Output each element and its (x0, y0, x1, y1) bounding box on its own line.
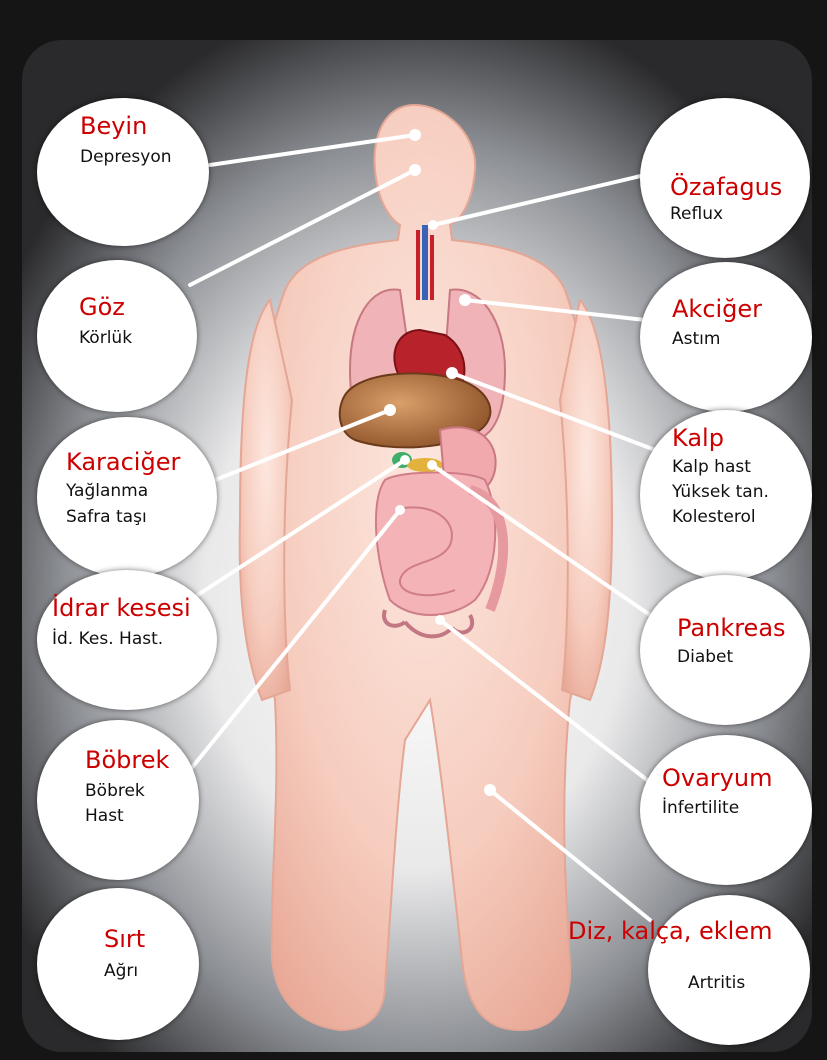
organ-title-bobrek: Böbrek (85, 746, 169, 774)
organ-title-sirt: Sırt (104, 925, 145, 953)
condition-hast: Hast (85, 803, 124, 829)
organ-title-diz-kalca-eklem: Diz, kalça, eklem (568, 917, 773, 945)
organ-title-beyin: Beyin (80, 112, 147, 140)
condition-reflux: Reflux (670, 201, 723, 227)
organ-title-ovaryum: Ovaryum (662, 764, 772, 792)
organ-title-ozafagus: Özafagus (670, 173, 782, 201)
condition-id-kes-hast: İd. Kes. Hast. (52, 626, 163, 652)
condition-kolesterol: Kolesterol (672, 504, 756, 530)
organ-title-akciger: Akciğer (672, 295, 762, 323)
organ-title-kalp: Kalp (672, 424, 724, 452)
condition-diabet: Diabet (677, 644, 733, 670)
condition-kalp-hast: Kalp hast (672, 454, 751, 480)
condition-korluk: Körlük (79, 325, 132, 351)
condition-safra-tasi: Safra taşı (66, 504, 147, 530)
condition-astim: Astım (672, 326, 720, 352)
condition-bobrek: Böbrek (85, 778, 145, 804)
condition-yaglanma: Yağlanma (66, 478, 148, 504)
organ-title-pankreas: Pankreas (677, 614, 786, 642)
condition-agri: Ağrı (104, 958, 138, 984)
condition-yuksek-tan: Yüksek tan. (672, 479, 769, 505)
organ-title-karaciger: Karaciğer (66, 448, 180, 476)
bubble-akciger (640, 262, 812, 412)
condition-depresyon: Depresyon (80, 144, 172, 170)
organ-title-goz: Göz (79, 293, 125, 321)
condition-artritis: Artritis (688, 970, 745, 996)
condition-infertilite: İnfertilite (662, 795, 739, 821)
organ-title-idrar-kesesi: İdrar kesesi (52, 594, 191, 622)
